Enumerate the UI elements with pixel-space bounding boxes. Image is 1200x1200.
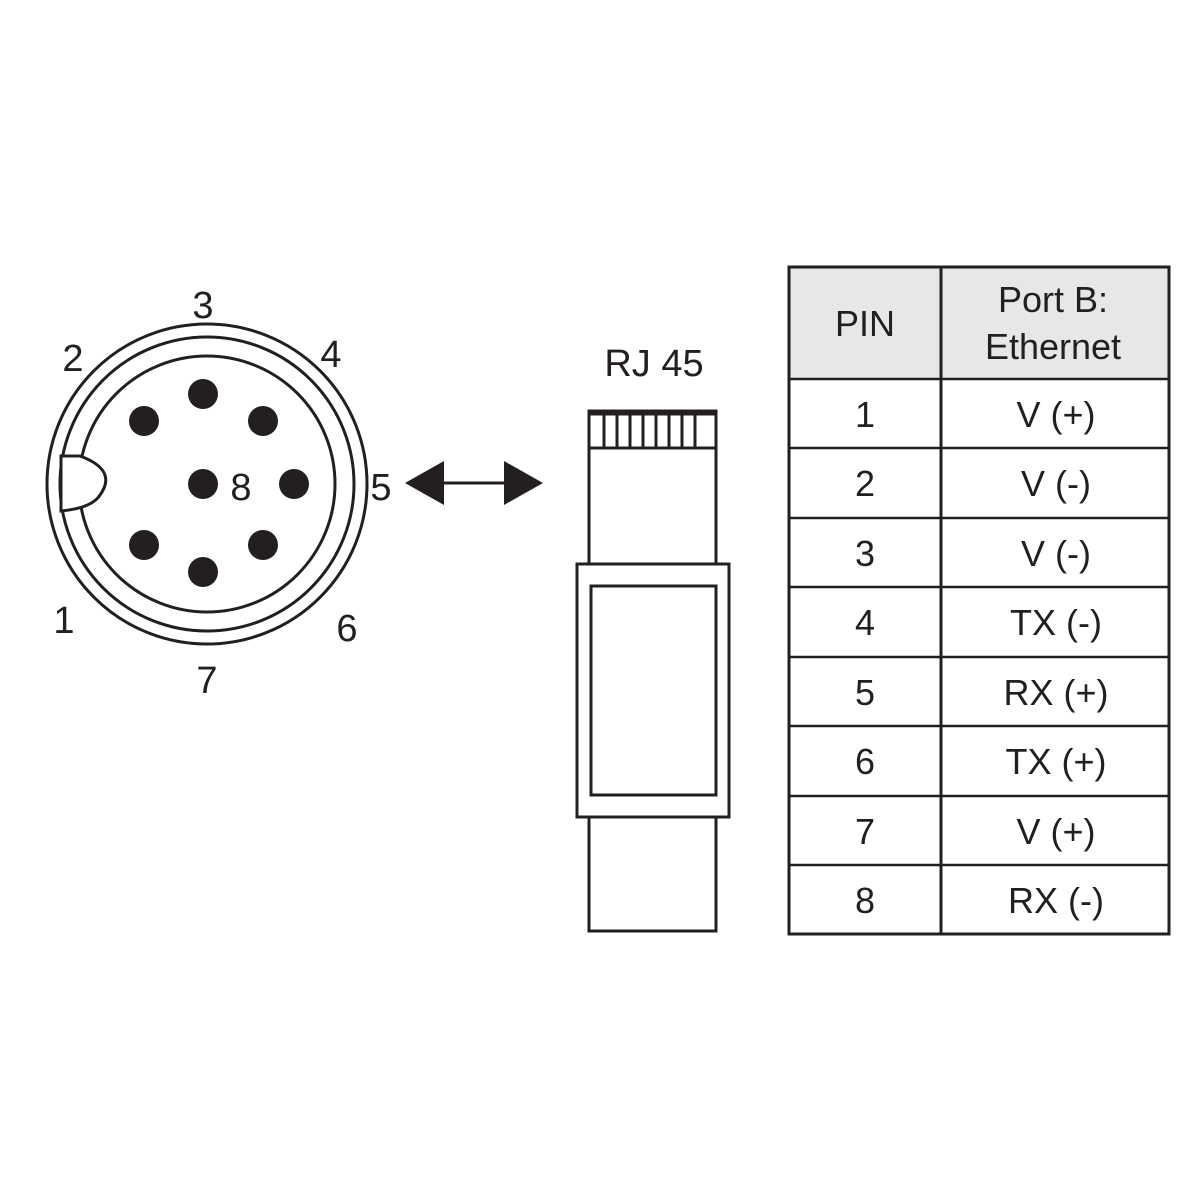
table-header-pin: PIN (835, 303, 895, 344)
table-cell-signal: V (+) (1016, 811, 1095, 852)
pin-label-5: 5 (370, 467, 391, 509)
table-row: 1 V (+) (855, 394, 1096, 435)
table-cell-signal: RX (+) (1003, 672, 1108, 713)
table-row-dividers (789, 377, 1169, 867)
table-cell-signal: RX (-) (1008, 880, 1104, 921)
pin-label-3: 3 (192, 285, 213, 327)
pin-contact-6 (248, 530, 278, 560)
table-cell-signal: TX (-) (1010, 602, 1102, 643)
pin-label-2: 2 (62, 338, 83, 380)
table-row: 8 RX (-) (855, 880, 1104, 921)
table-row: 7 V (+) (855, 811, 1096, 852)
pin-label-6: 6 (336, 608, 357, 650)
table-cell-pin: 2 (855, 463, 875, 504)
pin-label-4: 4 (320, 334, 341, 376)
pin-contact-8 (188, 469, 218, 499)
rj45-boot-inner (589, 584, 718, 797)
table-cell-pin: 6 (855, 741, 875, 782)
table-cell-pin: 8 (855, 880, 875, 921)
table-cell-signal: V (+) (1016, 394, 1095, 435)
table-row: 2 V (-) (855, 463, 1091, 504)
table-border (787, 265, 1171, 936)
pin-contact-7 (188, 557, 218, 587)
rj45-upper-body (587, 446, 718, 566)
rj45-contacts (589, 412, 716, 448)
pin-contact-4 (248, 406, 278, 436)
table-row: 5 RX (+) (855, 672, 1109, 713)
pin-label-8: 8 (230, 467, 251, 509)
rj45-cable-section (587, 815, 718, 933)
pinout-table: PIN Port B: Ethernet 1 V (+) 2 V (-) 3 V… (787, 265, 1171, 936)
pin-contact-1 (129, 530, 159, 560)
table-cell-pin: 4 (855, 602, 875, 643)
circular-connector: 1 2 3 4 5 6 7 8 (45, 285, 392, 702)
table-row: 6 TX (+) (855, 741, 1107, 782)
table-cell-signal: V (-) (1021, 533, 1091, 574)
rj45-contact-block (587, 409, 718, 450)
table-cell-pin: 5 (855, 672, 875, 713)
connector-outer-ring (45, 322, 369, 646)
table-cell-pin: 1 (855, 394, 875, 435)
table-row: 4 TX (-) (855, 602, 1102, 643)
pin-contact-5 (279, 469, 309, 499)
table-header-background (789, 267, 1169, 379)
table-row: 3 V (-) (855, 533, 1091, 574)
table-cell-pin: 3 (855, 533, 875, 574)
rj45-label: RJ 45 (604, 343, 703, 385)
table-cell-pin: 7 (855, 811, 875, 852)
pin-contact-2 (129, 406, 159, 436)
pin-label-7: 7 (196, 660, 217, 702)
table-cell-signal: TX (+) (1005, 741, 1106, 782)
pin-label-1: 1 (53, 600, 74, 642)
double-arrow-icon (405, 461, 543, 505)
connector-key-notch (59, 454, 108, 513)
table-header-port-b: Port B: (998, 279, 1108, 320)
rj45-boot-outer (575, 562, 731, 819)
table-header-ethernet: Ethernet (985, 326, 1121, 367)
pin-contact-3 (188, 379, 218, 409)
rj45-plug: RJ 45 (575, 343, 731, 933)
table-cell-signal: V (-) (1021, 463, 1091, 504)
